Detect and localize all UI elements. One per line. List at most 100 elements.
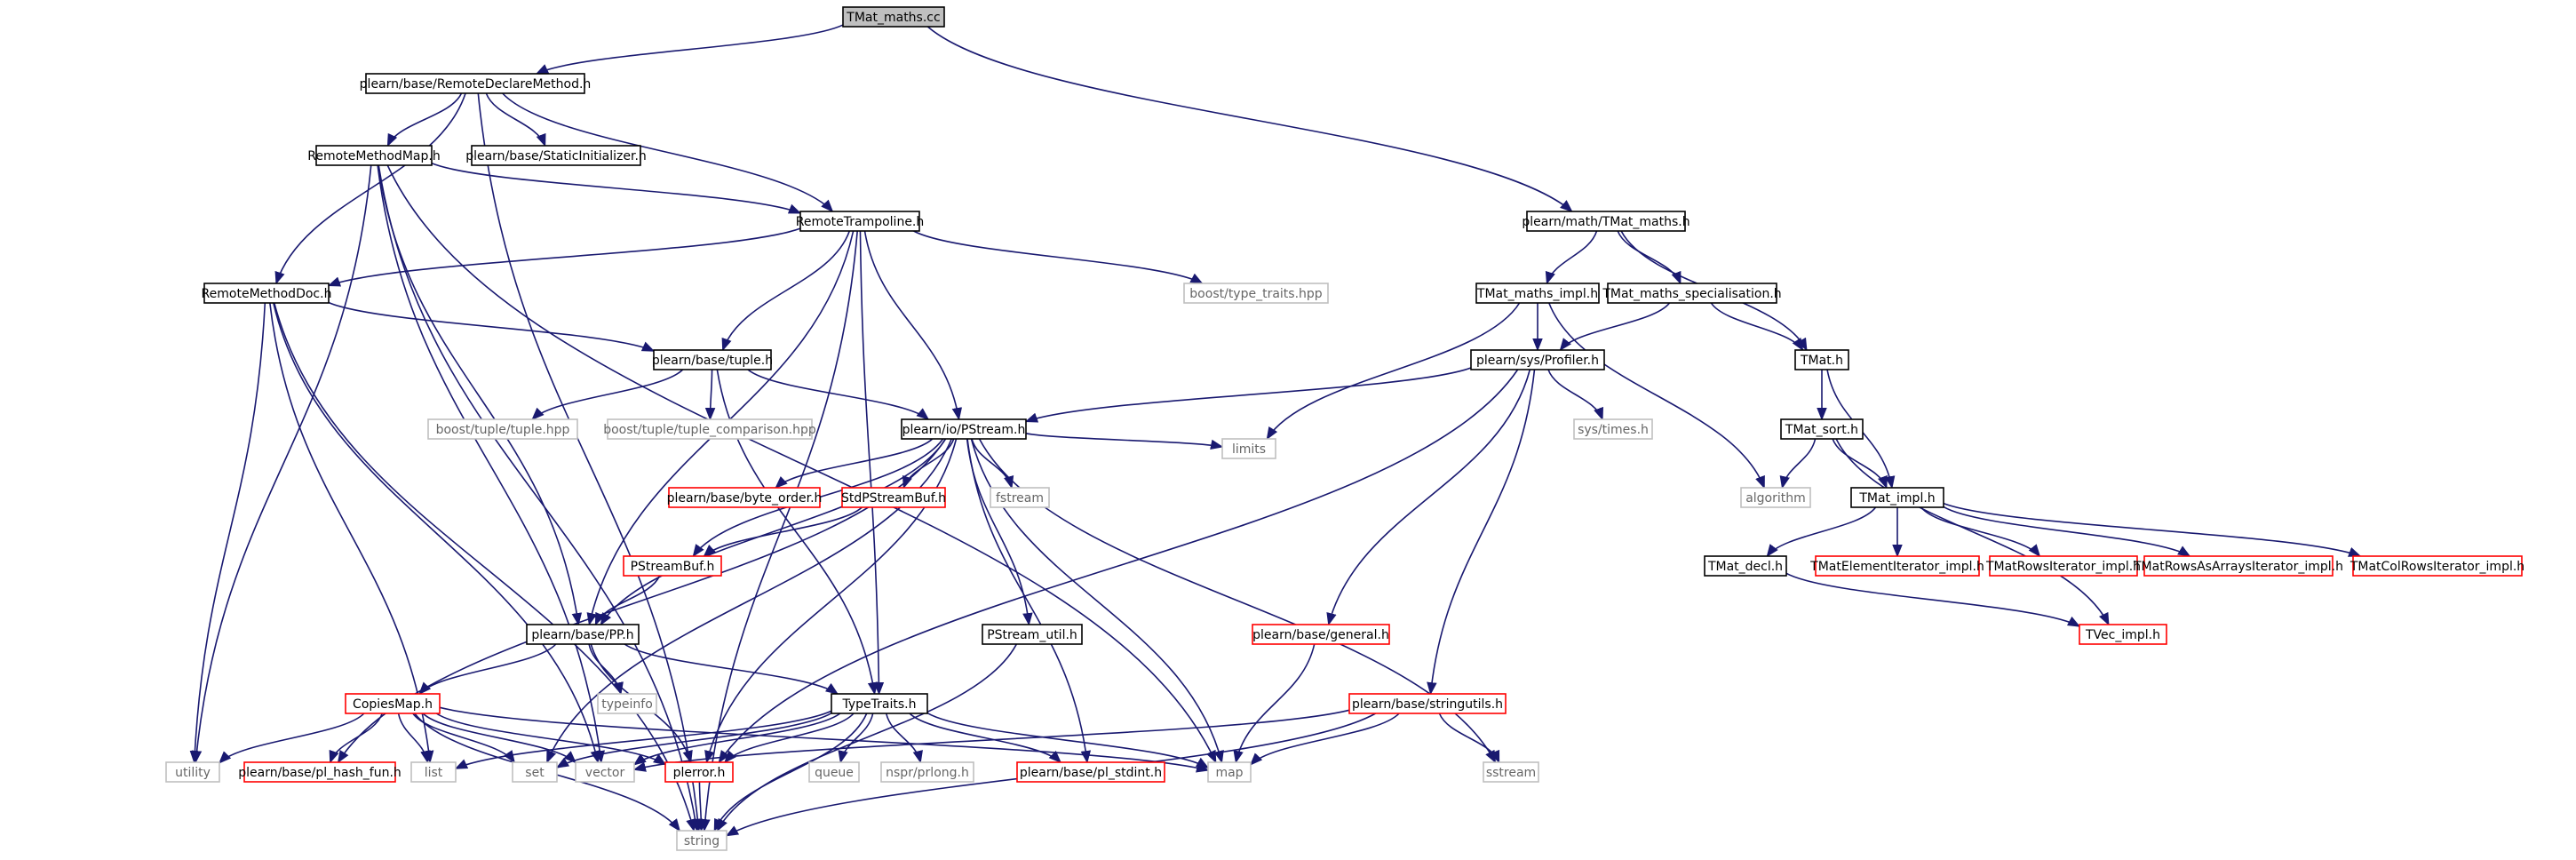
node-label: TMat_impl.h [1858, 491, 1935, 506]
node-remote-method-map[interactable]: RemoteMethodMap.h [307, 145, 441, 166]
node-box [1607, 283, 1777, 304]
edge-type-traits-to-string [713, 713, 868, 832]
node-remote-trampoline[interactable]: RemoteTrampoline.h [796, 211, 925, 232]
node-pl-hash-fun[interactable]: plearn/base/pl_hash_fun.h [238, 761, 402, 783]
node-label: boost/tuple/tuple.hpp [436, 423, 570, 437]
edge-remote-declare-to-remote-trampoline [502, 92, 834, 213]
edge-remote-method-doc-to-list [269, 302, 434, 764]
node-box [842, 6, 945, 28]
node-static-initializer[interactable]: plearn/base/StaticInitializer.h [465, 145, 647, 166]
edge-pstream-to-pl-stdint [966, 438, 1092, 764]
node-box [165, 761, 220, 783]
edge-type-traits-to-set [555, 713, 832, 768]
edge-tmat-maths-cc-to-remote-declare [535, 24, 844, 75]
edge-remote-trampoline-to-type-traits [859, 230, 885, 696]
node-plerror[interactable]: plerror.h [664, 761, 734, 783]
node-label: plearn/base/pl_hash_fun.h [238, 766, 402, 780]
node-label: vector [585, 766, 625, 780]
edge-tuple-to-pstream [747, 369, 930, 420]
node-tmat-h[interactable]: TMat.h [1794, 349, 1849, 370]
node-box [1780, 418, 1864, 440]
node-pstreambuf[interactable]: PStreamBuf.h [623, 555, 722, 577]
node-label: boost/tuple/tuple_comparison.hpp [603, 423, 816, 437]
node-box [676, 830, 727, 851]
edge-tmat-impl-to-tmat-rows-iter [1920, 506, 2041, 558]
edge-profiler-to-stringutils [1427, 369, 1536, 696]
node-label: boost/type_traits.hpp [1189, 287, 1322, 301]
node-tmat-decl[interactable]: TMat_decl.h [1704, 555, 1787, 577]
edge-tmat-maths-impl-to-limits [1266, 302, 1521, 441]
node-tmat-maths-cc[interactable]: TMat_maths.cc [842, 6, 945, 28]
edge-remote-declare-to-remote-method-map [386, 92, 463, 147]
node-box [1016, 761, 1165, 783]
edge-tmat-maths-h-to-tmat-maths-spec [1617, 230, 1682, 285]
node-pstream-util[interactable]: PStream_util.h [982, 624, 1083, 645]
node-label: StdPStreamBuf.h [841, 491, 946, 506]
node-label: TMatRowsAsArraysIterator_impl.h [2133, 560, 2343, 574]
node-box [982, 624, 1083, 645]
node-tmat-elem-iter[interactable]: TMatElementIterator_impl.h [1809, 555, 1984, 577]
node-label: CopiesMap.h [353, 697, 433, 712]
node-tuple[interactable]: plearn/base/tuple.h [652, 349, 773, 370]
edge-remote-method-map-to-map [386, 164, 1217, 764]
node-copies-map[interactable]: CopiesMap.h [345, 693, 441, 714]
node-pp[interactable]: plearn/base/PP.h [526, 624, 640, 645]
node-remote-declare[interactable]: plearn/base/RemoteDeclareMethod.h [360, 73, 592, 94]
edge-profiler-to-pstream [1024, 367, 1472, 423]
node-boost-tuple-cmp: boost/tuple/tuple_comparison.hpp [603, 418, 816, 440]
edge-pstream-to-limits [1025, 433, 1224, 450]
node-label: utility [175, 766, 211, 780]
node-utility: utility [165, 761, 220, 783]
node-queue: queue [808, 761, 860, 783]
node-stringutils[interactable]: plearn/base/stringutils.h [1348, 693, 1507, 714]
node-limits: limits [1221, 438, 1276, 459]
node-byte-order[interactable]: plearn/base/byte_order.h [667, 487, 823, 508]
node-box [1740, 487, 1811, 508]
node-label: RemoteMethodMap.h [307, 149, 440, 163]
node-string: string [676, 830, 727, 851]
node-box [1704, 555, 1787, 577]
edge-tmat-sort-to-tmat-impl [1832, 438, 1888, 490]
node-label: PStream_util.h [987, 628, 1077, 642]
edge-stringutils-to-map [1249, 713, 1400, 766]
node-tmat-rows-iter[interactable]: TMatRowsIterator_impl.h [1985, 555, 2141, 577]
edge-pstream-to-pp [600, 438, 947, 626]
nodes-layer: TMat_maths.cc plearn/base/RemoteDeclareMe… [165, 6, 2524, 851]
node-box [653, 349, 772, 370]
node-tmat-maths-impl[interactable]: TMat_maths_impl.h [1475, 283, 1600, 304]
node-map: map [1207, 761, 1252, 783]
node-tmat-maths-h[interactable]: plearn/math/TMat_maths.h [1522, 211, 1690, 232]
edge-tmat-maths-spec-to-profiler [1559, 302, 1671, 352]
node-box [575, 761, 635, 783]
node-box [1989, 555, 2138, 577]
node-box [1207, 761, 1252, 783]
node-tmat-impl[interactable]: TMat_impl.h [1850, 487, 1944, 508]
node-tmat-sort[interactable]: TMat_sort.h [1780, 418, 1864, 440]
node-tmat-rows-arrays-iter[interactable]: TMatRowsAsArraysIterator_impl.h [2133, 555, 2343, 577]
node-pl-stdint[interactable]: plearn/base/pl_stdint.h [1016, 761, 1165, 783]
edge-tmat-sort-to-tvec-impl [1835, 438, 2110, 626]
edge-type-traits-to-plerror [724, 713, 855, 764]
node-box [1183, 283, 1329, 304]
edge-copies-map-to-utility [218, 713, 365, 764]
node-profiler[interactable]: plearn/sys/Profiler.h [1470, 349, 1605, 370]
edge-pp-to-copies-map [418, 643, 557, 696]
node-remote-method-doc[interactable]: RemoteMethodDoc.h [202, 283, 332, 304]
node-box [1483, 761, 1539, 783]
edge-remote-trampoline-to-tuple [721, 230, 851, 352]
edge-profiler-to-plerror [718, 369, 1519, 764]
node-tmat-maths-spec[interactable]: TMat_maths_specialisation.h [1602, 283, 1782, 304]
node-type-traits[interactable]: TypeTraits.h [831, 693, 928, 714]
node-general[interactable]: plearn/base/general.h [1252, 624, 1390, 645]
node-label: TMatElementIterator_impl.h [1809, 560, 1984, 574]
node-box [841, 487, 946, 508]
node-box [471, 145, 641, 166]
node-pstream[interactable]: plearn/io/PStream.h [901, 418, 1027, 440]
edge-stringutils-to-sstream [1438, 713, 1500, 764]
node-tvec-impl[interactable]: TVec_impl.h [2079, 624, 2167, 645]
edge-profiler-to-sys-times [1547, 369, 1603, 421]
node-label: plearn/sys/Profiler.h [1476, 354, 1599, 368]
node-tmat-col-rows-iter[interactable]: TMatColRowsIterator_impl.h [2349, 555, 2524, 577]
node-std-pstreambuf[interactable]: StdPStreamBuf.h [841, 487, 946, 508]
